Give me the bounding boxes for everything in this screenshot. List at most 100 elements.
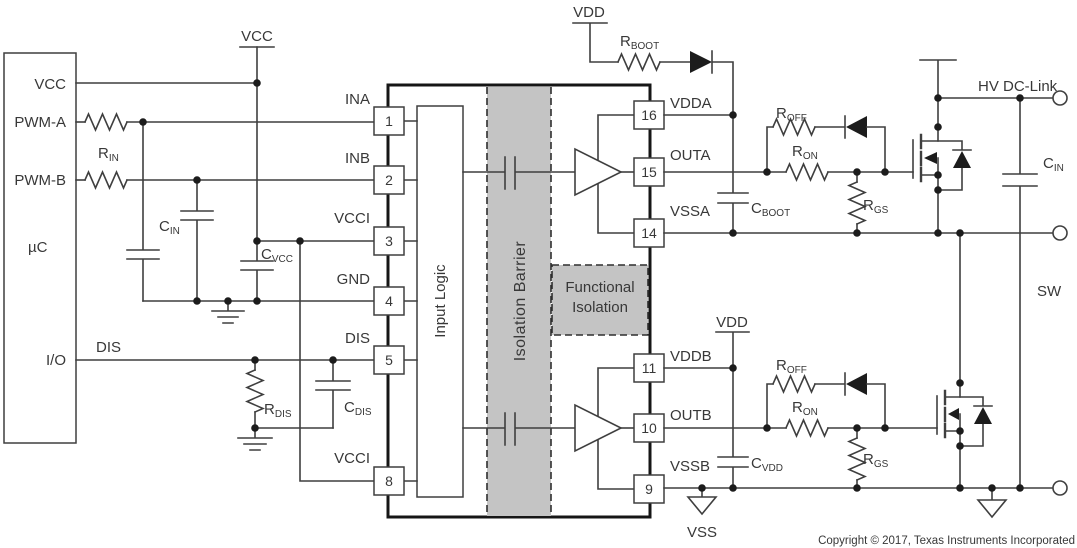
dis-network: DIS RDIS CDIS [75, 339, 375, 451]
rdis-label: RDIS [264, 401, 292, 420]
pin-10-num: 10 [641, 420, 657, 436]
mcu-outline [3, 52, 77, 444]
cin-left-label: CIN [159, 218, 180, 237]
sw-label: SW [1037, 283, 1062, 300]
pin-5-num: 5 [385, 352, 393, 368]
pin-10-label: OUTB [670, 407, 712, 424]
pin-8-num: 8 [385, 473, 393, 489]
pin-16-num: 16 [641, 107, 657, 123]
hv-neg-terminal [1052, 480, 1068, 496]
isolation-cap-b [462, 412, 576, 446]
source-lead [945, 413, 961, 489]
pin-14-label: VSSA [670, 203, 710, 220]
power-ground-symbol [976, 499, 1008, 519]
resistor-roff-b [771, 374, 817, 394]
input-logic-label: Input Logic [432, 264, 449, 338]
pin-8 [373, 466, 405, 496]
resistor-rgs-b [847, 436, 867, 482]
pin-8-label: VCCI [334, 450, 370, 467]
earth-ground-symbol [237, 427, 273, 451]
isolation-barrier-label: Isolation Barrier [512, 241, 529, 362]
vcc-supply: VCC [75, 28, 275, 242]
capacitor-cboot [717, 114, 749, 234]
pin-2-num: 2 [385, 172, 393, 188]
pin-5 [373, 345, 405, 375]
resistor-rin-a [83, 112, 129, 132]
pin-2 [373, 165, 405, 195]
ic-block: Input Logic Isolation Barrier Functional… [334, 83, 712, 519]
pin-11-label: VDDB [670, 348, 712, 365]
hv-dclink-label: HV DC-Link [978, 78, 1058, 95]
left-pin-stubs [403, 120, 418, 482]
wire [766, 383, 774, 429]
body-diode [974, 407, 992, 424]
mcu-pin-pwma: PWM-A [14, 114, 66, 131]
driver-a-buffer [574, 147, 623, 197]
pin-4-label: GND [337, 271, 371, 288]
body-arrow [924, 152, 937, 164]
pin-14 [633, 218, 665, 248]
capacitor-cvcc [240, 240, 274, 302]
vdd-b-supply [715, 331, 750, 369]
resistor-rdis [245, 368, 265, 414]
resistor-rin-b [83, 170, 129, 190]
hv-terminal [1052, 90, 1068, 106]
functional-isolation-label-2: Isolation [572, 299, 628, 316]
body-arrow [948, 408, 959, 420]
rin-label: RIN [98, 145, 119, 164]
pin-4-num: 4 [385, 293, 393, 309]
wire [814, 115, 846, 139]
functional-isolation-box [551, 264, 649, 336]
capacitor-cdis [315, 359, 351, 429]
bootstrap-diode [690, 51, 712, 73]
roff-a-diode [846, 116, 867, 138]
functional-isolation-label-1: Functional [565, 279, 634, 296]
pin-3-label: VCCI [334, 210, 370, 227]
junction-dots [139, 79, 1024, 492]
vddb-net-label: VDD [716, 314, 748, 331]
pin-5-label: DIS [345, 330, 370, 347]
pin-15-num: 15 [641, 164, 657, 180]
capacitor-pwma [126, 121, 160, 302]
cboot-label: CBOOT [751, 200, 790, 219]
capacitor-cin-right [1002, 97, 1038, 489]
roff-a-label: ROFF [776, 105, 807, 124]
cvdd-label: CVDD [751, 455, 783, 474]
channel-b-external: VDD CVDD RON ROFF RGS [663, 232, 1068, 541]
copyright-notice: Copyright © 2017, Texas Instruments Inco… [818, 535, 1075, 547]
resistor-ron-b [784, 418, 830, 438]
rboot-label: RBOOT [620, 33, 659, 52]
cvcc-label: CVCC [261, 246, 293, 265]
ron-a-label: RON [792, 143, 818, 162]
vdda-net-label: VDD [573, 4, 605, 21]
rgs-a-label: RGS [863, 197, 889, 216]
cdis-label: CDIS [344, 399, 372, 418]
cin-right-label: CIN [1043, 155, 1064, 174]
wire [711, 50, 734, 116]
mcu-pin-vcc: VCC [34, 76, 66, 93]
pin-16 [633, 100, 665, 130]
mcu-pin-io: I/O [46, 352, 66, 369]
right-pins: 16 15 14 11 10 9 VDDA OUTA VSSA VDDB OUT… [633, 95, 712, 504]
mcu-block: VCC PWM-A PWM-B µC I/O [3, 52, 77, 444]
pin-1-label: INA [345, 91, 370, 108]
resistor-ron-a [784, 162, 830, 182]
pin-9-label: VSSB [670, 458, 710, 475]
mosfet-high-side [912, 59, 972, 234]
wire [866, 383, 886, 429]
input-filter-network: RIN CIN CVCC [75, 112, 375, 482]
pin-14-num: 14 [641, 225, 657, 241]
input-logic-box [416, 105, 464, 498]
pin-15 [633, 157, 665, 187]
pin-4 [373, 286, 405, 316]
rgs-b-label: RGS [863, 451, 889, 470]
resistor-rboot [616, 52, 662, 72]
roff-b-label: ROFF [776, 357, 807, 376]
pin-2-label: INB [345, 150, 370, 167]
earth-ground-symbol [211, 300, 245, 324]
wire [814, 372, 846, 396]
pin-3-num: 3 [385, 233, 393, 249]
ron-b-label: RON [792, 399, 818, 418]
